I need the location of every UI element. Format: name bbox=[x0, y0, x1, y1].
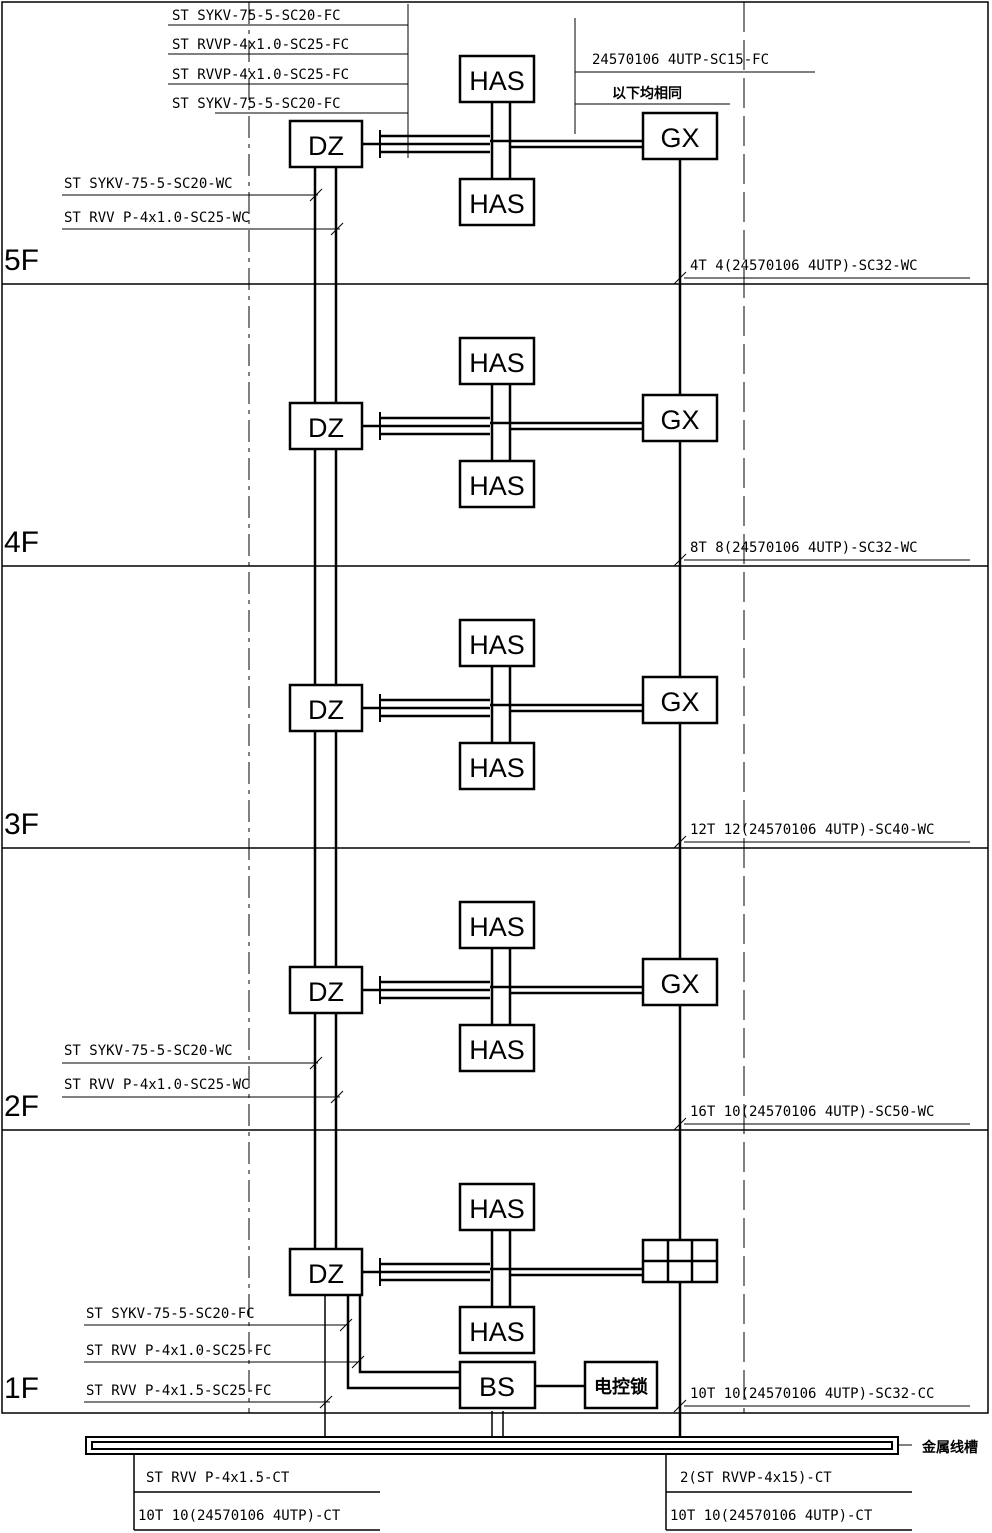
gx-box bbox=[641, 675, 719, 725]
gx-box bbox=[641, 393, 719, 443]
gx-label: GX bbox=[660, 123, 699, 153]
dz-label: DZ bbox=[308, 131, 344, 161]
has-box-bottom bbox=[458, 741, 536, 791]
dz-label: DZ bbox=[308, 1259, 344, 1289]
tray-label: 金属线槽 bbox=[921, 1439, 978, 1456]
has-label: HAS bbox=[469, 753, 525, 783]
dz-bs-wire-2 bbox=[358, 1294, 460, 1374]
bottom-right-label-2: 10T 10(24570106 4UTP)-CT bbox=[670, 1508, 873, 1524]
has-label: HAS bbox=[469, 1194, 525, 1224]
has-box-top bbox=[458, 54, 536, 104]
has-label: HAS bbox=[469, 66, 525, 96]
riser-5f-label-1: ST SYKV-75-5-SC20-WC bbox=[64, 176, 233, 192]
dz-box bbox=[288, 683, 364, 733]
has-box-bottom bbox=[458, 459, 536, 509]
has-box-bottom bbox=[458, 1023, 536, 1073]
metal-tray bbox=[85, 1436, 899, 1455]
has-box-top bbox=[458, 1182, 536, 1232]
bs-label-3: ST RVV P-4x1.5-SC25-FC bbox=[86, 1383, 271, 1399]
gx-cable-label: 10T 10(24570106 4UTP)-SC32-CC bbox=[690, 1386, 934, 1402]
has-box-bottom bbox=[458, 177, 536, 227]
has-label: HAS bbox=[469, 471, 525, 501]
dz-box bbox=[288, 965, 364, 1015]
riser-2f-label-2: ST RVV P-4x1.0-SC25-WC bbox=[64, 1077, 249, 1093]
dz-label: DZ bbox=[308, 977, 344, 1007]
bottom-right-frame bbox=[665, 1454, 912, 1531]
has-box-top bbox=[458, 618, 536, 668]
has-box-top bbox=[458, 336, 536, 386]
gx-box bbox=[641, 111, 719, 161]
top-left-label-1: ST SYKV-75-5-SC20-FC bbox=[172, 8, 341, 24]
bs-label: BS bbox=[479, 1372, 515, 1402]
bs-label-1: ST SYKV-75-5-SC20-FC bbox=[86, 1306, 255, 1322]
bottom-left-label-1: ST RVV P-4x1.5-CT bbox=[146, 1470, 290, 1486]
bs-label-2: ST RVV P-4x1.0-SC25-FC bbox=[86, 1343, 271, 1359]
has-box-bottom bbox=[458, 1305, 536, 1355]
gx-label: GX bbox=[660, 687, 699, 717]
dz-label: DZ bbox=[308, 413, 344, 443]
electric-lock-box bbox=[583, 1360, 659, 1410]
has-label: HAS bbox=[469, 1035, 525, 1065]
riser-2f-label-1: ST SYKV-75-5-SC20-WC bbox=[64, 1043, 233, 1059]
bottom-right-label-1: 2(ST RVVP-4x15)-CT bbox=[680, 1470, 832, 1486]
floor-label: 5F bbox=[4, 244, 39, 277]
bottom-left-label-2: 10T 10(24570106 4UTP)-CT bbox=[138, 1508, 341, 1524]
gx-cable-label: 8T 8(24570106 4UTP)-SC32-WC bbox=[690, 540, 918, 556]
gx-cable-label: 16T 10(24570106 4UTP)-SC50-WC bbox=[690, 1104, 934, 1120]
has-label: HAS bbox=[469, 348, 525, 378]
electric-lock-label: 电控锁 bbox=[594, 1376, 648, 1398]
building-outline bbox=[1, 1, 989, 1414]
top-left-label-3: ST RVVP-4x1.0-SC25-FC bbox=[172, 67, 349, 83]
patch-panel-1f bbox=[641, 1238, 719, 1284]
floor-label: 1F bbox=[4, 1372, 39, 1405]
top-right-note: 以下均相同 bbox=[612, 85, 682, 102]
dz-label: DZ bbox=[308, 695, 344, 725]
dz-bs-wire-1 bbox=[346, 1294, 460, 1390]
floor-label: 4F bbox=[4, 526, 39, 559]
top-left-label-2: ST RVVP-4x1.0-SC25-FC bbox=[172, 37, 349, 53]
has-label: HAS bbox=[469, 912, 525, 942]
gx-cable-label: 12T 12(24570106 4UTP)-SC40-WC bbox=[690, 822, 934, 838]
has-label: HAS bbox=[469, 1317, 525, 1347]
bs-box bbox=[458, 1360, 537, 1410]
gx-label: GX bbox=[660, 969, 699, 999]
gx-box bbox=[641, 957, 719, 1007]
bottom-left-frame bbox=[133, 1454, 380, 1531]
top-right-label: 24570106 4UTP-SC15-FC bbox=[592, 52, 769, 68]
riser-5f-label-2: ST RVV P-4x1.0-SC25-WC bbox=[64, 210, 249, 226]
gx-label: GX bbox=[660, 405, 699, 435]
floor-label: 2F bbox=[4, 1090, 39, 1123]
has-box-top bbox=[458, 900, 536, 950]
has-label: HAS bbox=[469, 189, 525, 219]
top-left-label-4: ST SYKV-75-5-SC20-FC bbox=[172, 96, 341, 112]
has-label: HAS bbox=[469, 630, 525, 660]
gx-cable-label: 4T 4(24570106 4UTP)-SC32-WC bbox=[690, 258, 918, 274]
floor-label: 3F bbox=[4, 808, 39, 841]
